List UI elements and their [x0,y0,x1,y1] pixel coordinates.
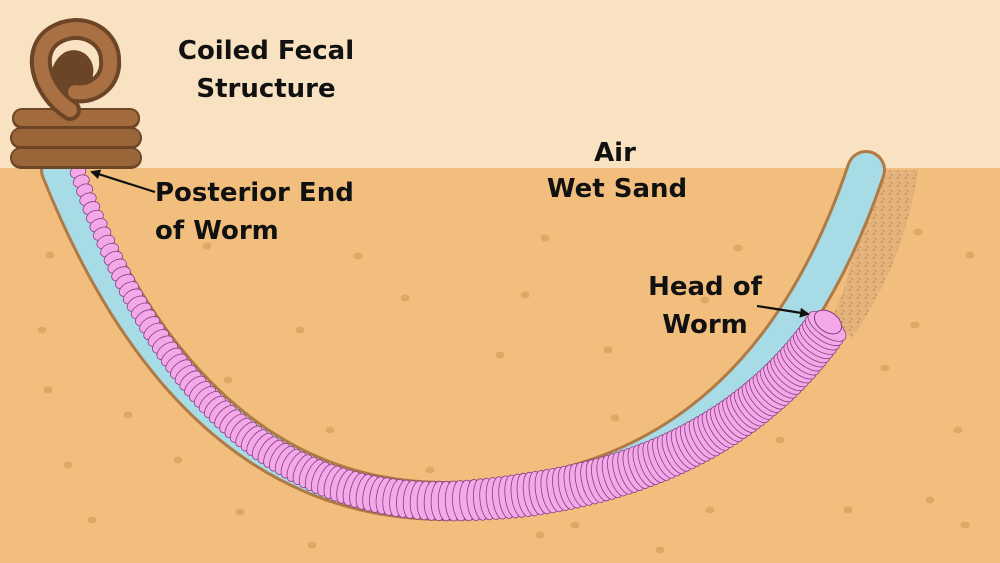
sand-grain [123,411,133,419]
sand-grain [910,321,920,329]
sand-grain [295,326,305,334]
sand-grain [400,294,410,302]
lugworm-body-icon [69,165,847,522]
sand-grain [87,516,97,524]
sand-grain [37,326,47,334]
sand-grain [307,541,317,549]
sand-grain [540,234,550,242]
sand-grain [63,461,73,469]
coiled-fecal-casting-icon [10,18,142,169]
sand-grain [733,244,743,252]
sand-grain [325,426,335,434]
sand-grain [223,376,233,384]
posterior-arrow-icon [90,169,156,194]
sand-grain [775,436,785,444]
sand-grain [353,252,363,260]
sand-grain [700,296,710,304]
worm-head [813,309,843,335]
sand-grain [235,508,245,516]
feeding-shaft [830,170,918,338]
sand-grain [880,364,890,372]
wet-sand-label: Wet Sand [546,174,688,204]
sand-grain [495,351,505,359]
sand-grain [570,521,580,529]
coiled-fecal-structure-label: Coiled Fecal Structure [177,36,355,104]
head-arrow-icon [756,304,810,318]
posterior-end-label: Posterior End of Worm [155,178,354,246]
sand-grain [43,386,53,394]
sand-grain [965,251,975,259]
sand-speckles [37,228,975,554]
sand-grain [535,531,545,539]
sand-grain [913,228,923,236]
sand-grain [960,521,970,529]
sand-grain [173,456,183,464]
sand-grain [603,346,613,354]
sand-grain [610,414,620,422]
sand-grain [425,466,435,474]
sand-grain [705,506,715,514]
sand-grain [520,291,530,299]
air-label: Air [594,138,636,168]
sand-grain [655,546,665,554]
sand-grain [953,426,963,434]
sand-grain [202,242,212,250]
head-of-worm-label: Head of Worm [648,272,762,340]
sand-grain [45,251,55,259]
air-layer [0,0,1000,168]
sand-grain [843,506,853,514]
sand-grain [925,496,935,504]
